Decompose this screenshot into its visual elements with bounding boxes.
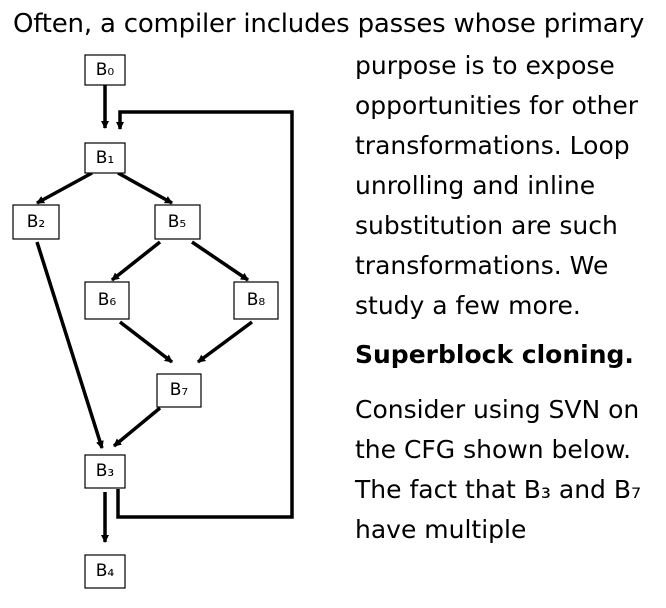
paragraph-line: The fact that B₃ and B₇	[355, 475, 642, 504]
paragraph-line: Consider using SVN on	[355, 395, 640, 424]
paragraph-line: have multiple	[355, 515, 527, 544]
node-label-b8: B₈	[247, 290, 266, 310]
edge-b2-b3	[35, 241, 104, 449]
node-b0	[84, 54, 126, 86]
edge-b1-b5	[117, 171, 173, 205]
node-label-b5: B₅	[168, 212, 186, 232]
edge-b5-b8	[191, 240, 249, 282]
node-b7	[156, 373, 202, 408]
paragraph-line: purpose is to expose	[355, 51, 615, 80]
edge-b3-b1-back	[116, 110, 294, 519]
node-b4	[84, 554, 126, 589]
paragraph-line: substitution are such	[355, 211, 618, 240]
node-label-b1: B₁	[96, 148, 114, 168]
edge-b7-b3	[112, 406, 162, 448]
paragraph-line: transformations. Loop	[355, 131, 630, 160]
edge-b6-b7	[118, 320, 174, 364]
section-heading: Superblock cloning.	[355, 340, 634, 369]
edge-b8-b7	[196, 320, 254, 364]
node-b6	[84, 281, 130, 320]
node-label-b6: B₆	[98, 290, 117, 310]
node-b8	[233, 281, 279, 320]
paragraph-line: unrolling and inline	[355, 171, 596, 200]
node-b2	[12, 204, 60, 240]
node-label-b3: B₃	[96, 461, 114, 481]
paragraph-line: opportunities for other	[355, 91, 639, 120]
node-b5	[154, 204, 201, 240]
node-b3	[84, 454, 126, 489]
node-label-b2: B₂	[27, 212, 45, 232]
paragraph-line: study a few more.	[355, 291, 581, 320]
node-label-b4: B₄	[96, 561, 115, 581]
intro-line: Often, a compiler includes passes whose …	[13, 9, 645, 39]
node-label-b0: B₀	[96, 60, 115, 80]
edge-b5-b6	[110, 240, 162, 282]
paragraph-line: transformations. We	[355, 251, 609, 280]
paragraph-line: the CFG shown below.	[355, 435, 632, 464]
node-label-b7: B₇	[170, 380, 189, 400]
node-b1	[84, 142, 126, 174]
edge-b1-b2	[36, 171, 93, 205]
